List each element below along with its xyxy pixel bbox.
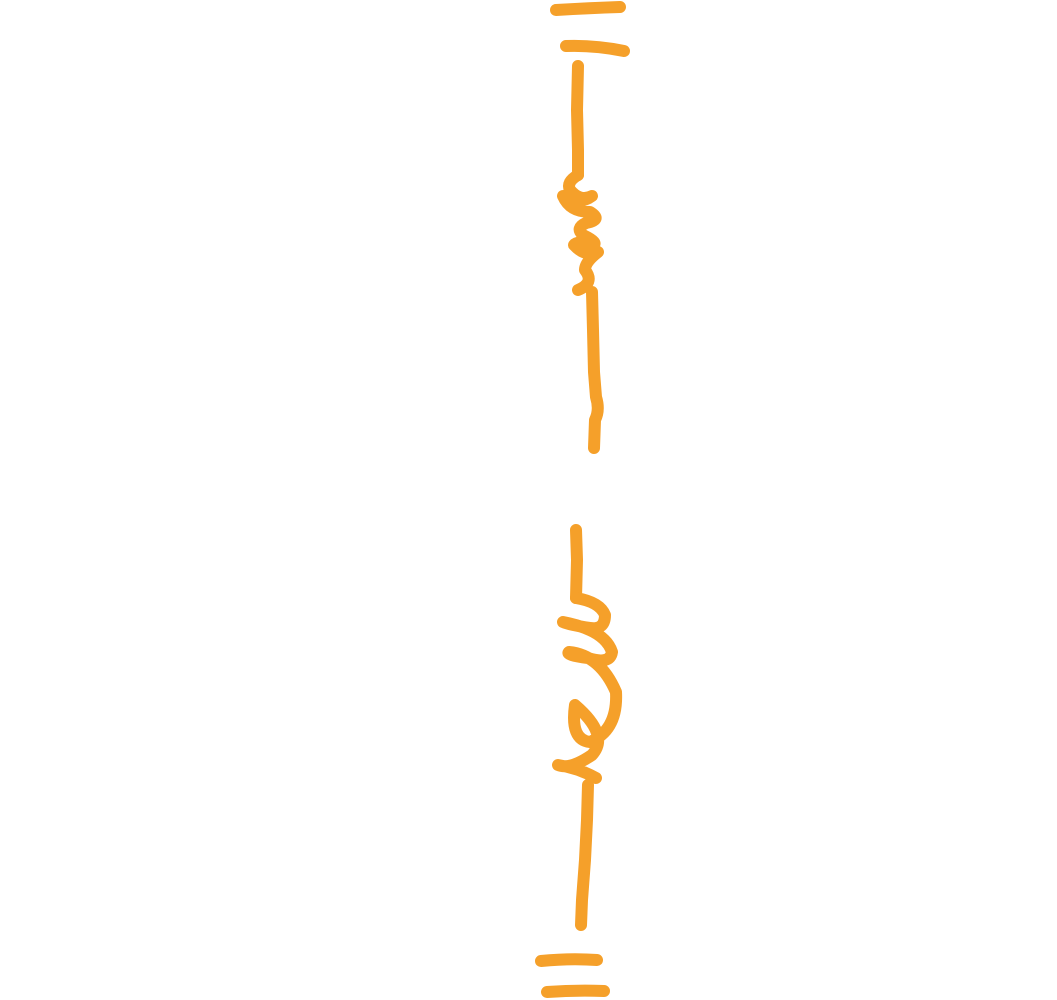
bottom-plate-inner (535, 953, 603, 967)
top-plate-inner (560, 39, 630, 57)
upper-spring (557, 169, 604, 296)
middle-upper-wire (586, 286, 604, 454)
top-plate-outer (550, 1, 626, 16)
middle-lower-wire (570, 524, 583, 604)
upper-wire (571, 60, 584, 181)
bottom-plate-outer (541, 984, 610, 998)
lower-wire (575, 779, 594, 931)
lower-spring (552, 592, 623, 784)
